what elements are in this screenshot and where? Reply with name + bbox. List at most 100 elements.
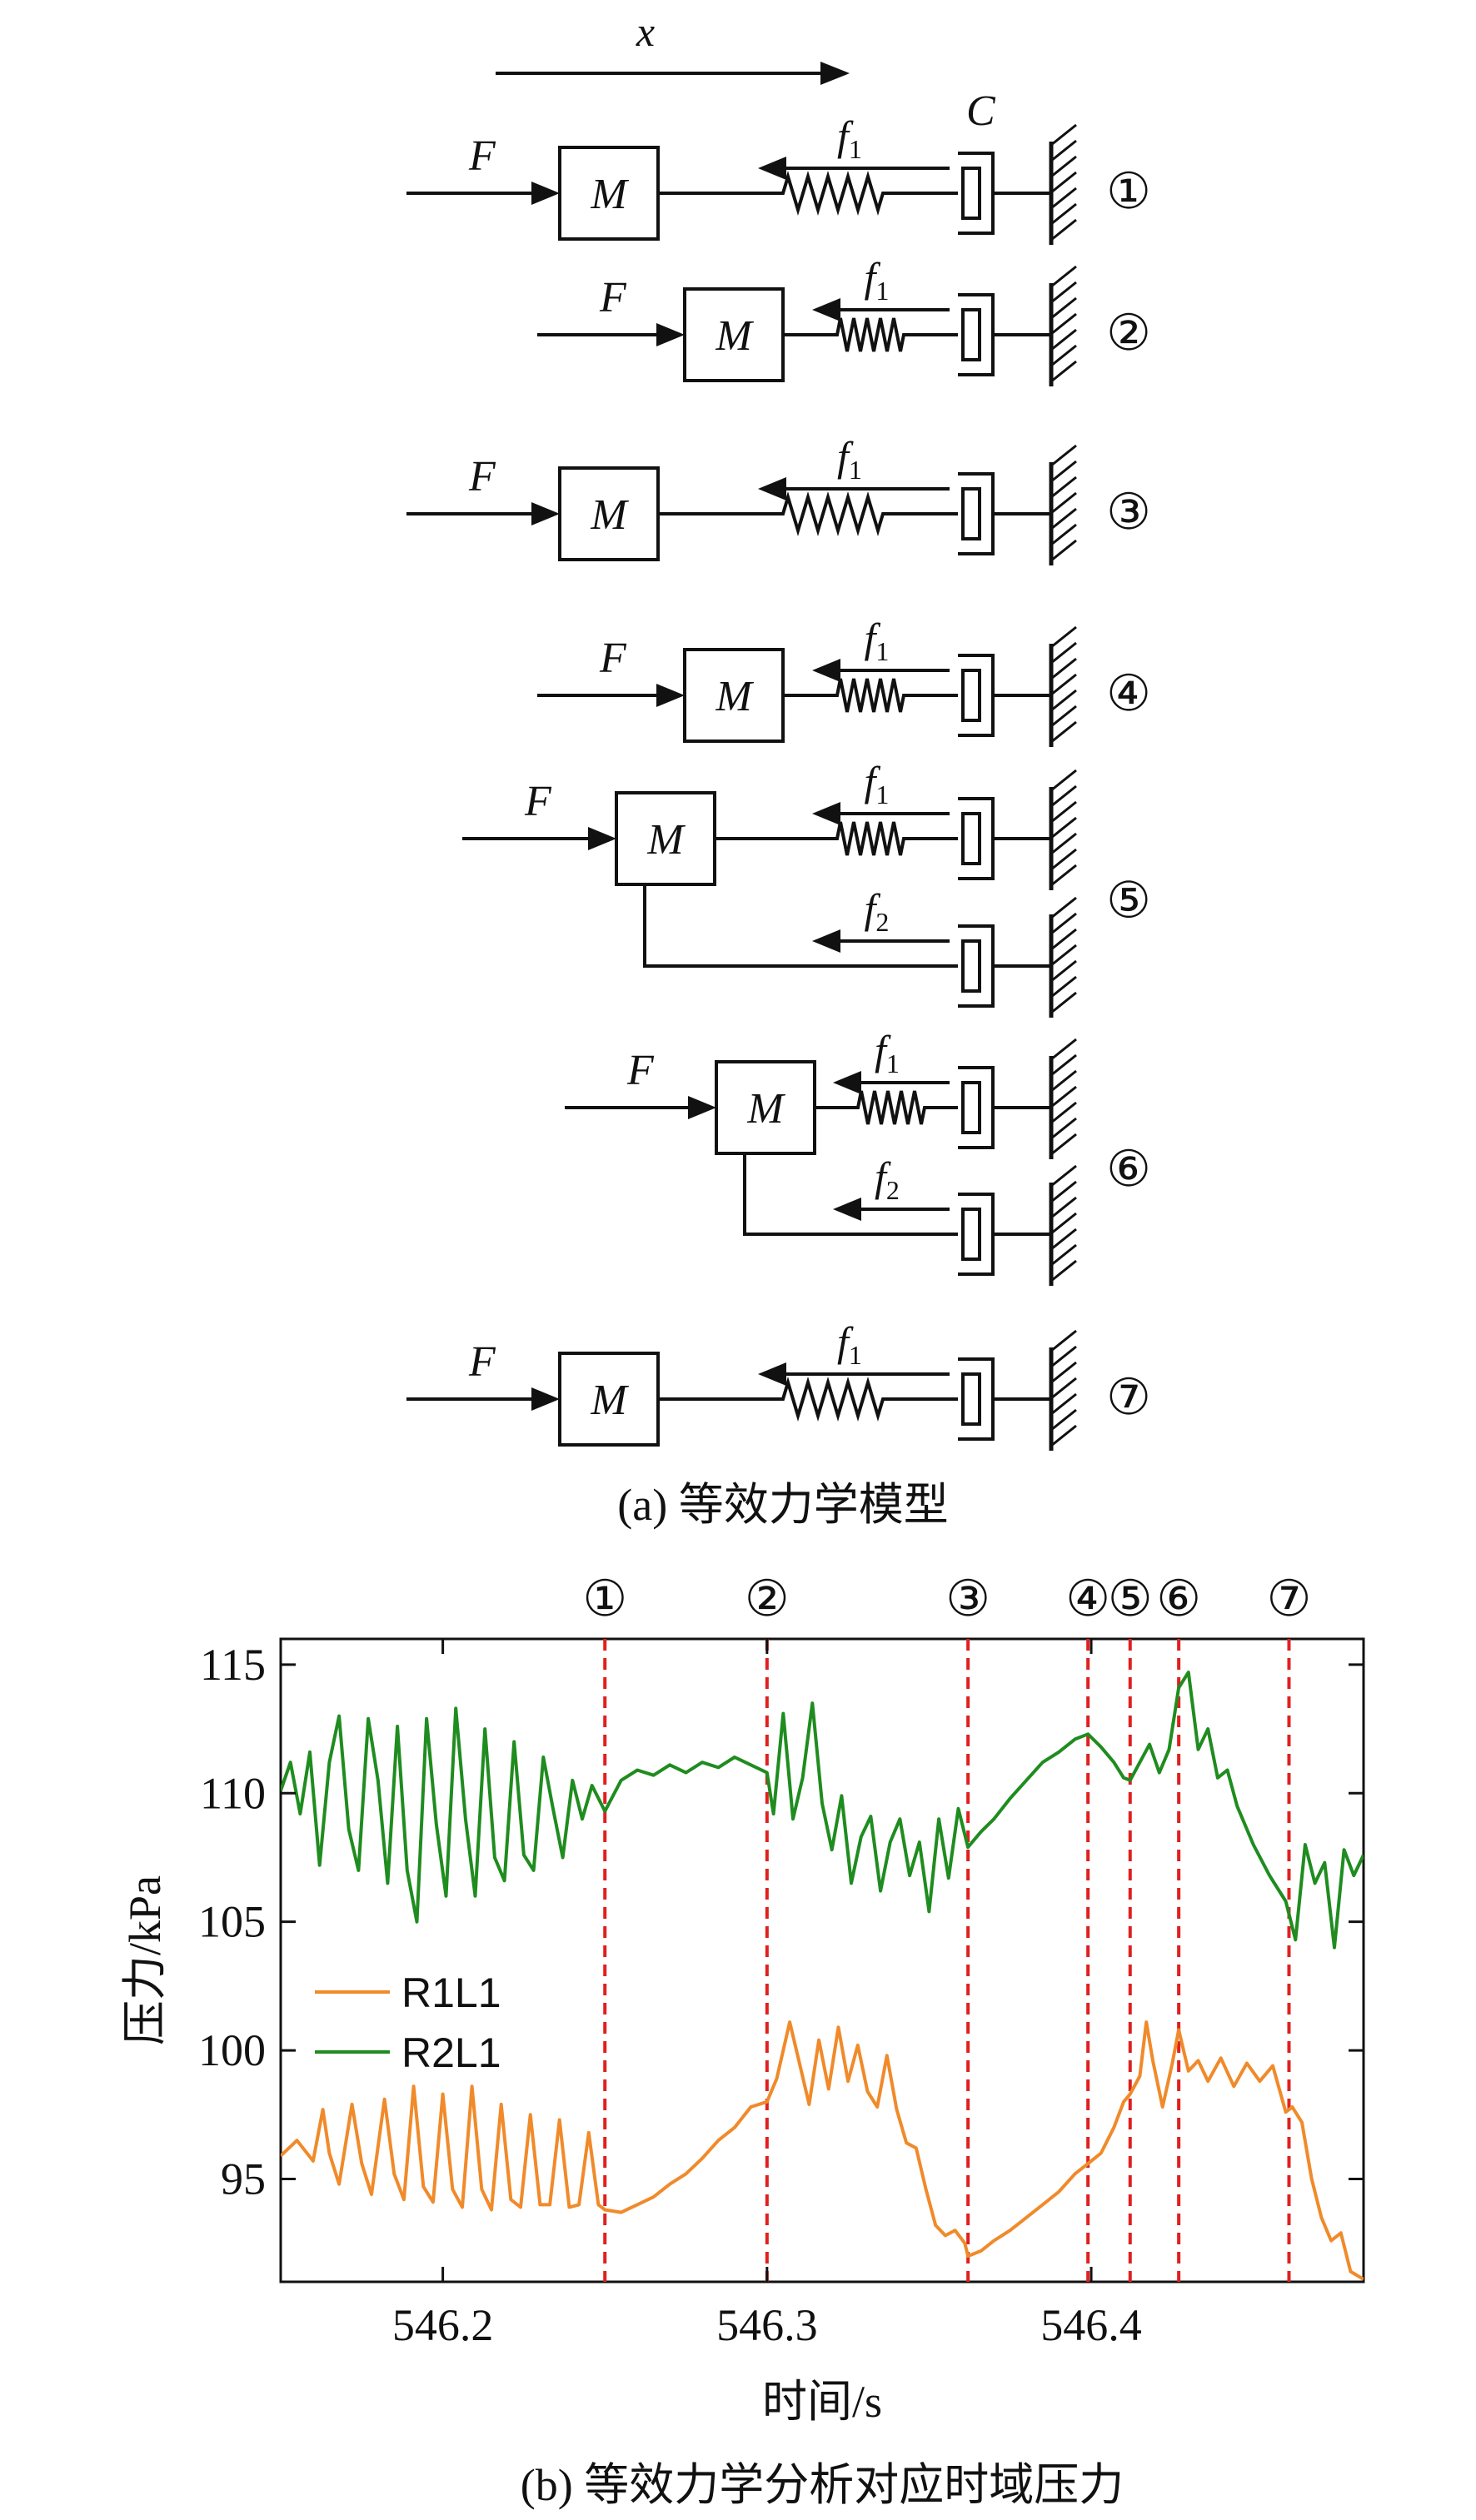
y-tick-label: 95: [221, 2154, 266, 2204]
f2-arrowhead: [812, 929, 840, 953]
fixed-wall-2: [1049, 896, 1077, 1018]
mass-label: M: [590, 491, 629, 539]
mass-block: [558, 1352, 660, 1447]
row-id-label: ②: [1106, 306, 1151, 361]
x-tick-label: 546.2: [392, 2300, 494, 2350]
mass-block: [715, 1060, 816, 1155]
spring: [783, 678, 958, 713]
chart-caption: (b) 等效力学分析对应时域压力: [521, 2460, 1124, 2510]
spring: [783, 317, 958, 352]
plot-frame: [279, 1637, 1365, 2283]
force-arrowhead: [588, 827, 616, 850]
force-arrowhead: [531, 1387, 560, 1411]
f1-arrowhead: [833, 1071, 861, 1094]
fixed-wall: [1049, 123, 1077, 245]
series-line-r1l1: [281, 2020, 1364, 2281]
spring: [715, 821, 958, 856]
row-id-label: ⑦: [1106, 1370, 1151, 1425]
damper: [958, 1357, 1051, 1441]
force-arrowhead: [531, 182, 560, 205]
event-label: ④: [1065, 1571, 1110, 1626]
damper-2: [958, 924, 1051, 1008]
f2-label: f2: [865, 885, 890, 937]
f1-label: f1: [875, 1027, 900, 1078]
f1-label: f1: [865, 254, 890, 306]
event-label: ③: [945, 1571, 990, 1626]
damper: [958, 293, 1051, 376]
model-row: F Mf1 ②: [537, 254, 1151, 386]
force-arrowhead: [531, 502, 560, 525]
damper-2: [958, 1193, 1051, 1276]
damper: [958, 472, 1051, 555]
row-id-label: ③: [1106, 485, 1151, 540]
model-row: F Mf1 ⑦: [406, 1318, 1151, 1451]
f1-arrowhead: [812, 802, 840, 825]
row-id-label: ①: [1106, 164, 1151, 219]
damper: [958, 797, 1051, 880]
y-tick-label: 110: [200, 1768, 266, 1818]
mass-label: M: [715, 312, 754, 360]
model-row: F Mf1 ③: [406, 433, 1151, 565]
spring: [815, 1090, 958, 1125]
x-axis-title: 时间/s: [762, 2377, 882, 2427]
event-label: ①: [582, 1571, 627, 1626]
event-label: ⑤: [1108, 1571, 1153, 1626]
mass-label: M: [590, 171, 629, 218]
event-label: ②: [745, 1571, 790, 1626]
event-label: ⑥: [1156, 1571, 1201, 1626]
legend-label: R1L1: [401, 1970, 501, 2016]
mass-label: M: [590, 1377, 629, 1424]
f1-arrowhead: [812, 298, 840, 321]
f1-label: f1: [865, 758, 890, 809]
fixed-wall: [1049, 769, 1077, 890]
spring: [658, 491, 958, 536]
f1-arrowhead: [758, 477, 786, 501]
force-label: F: [468, 453, 496, 501]
damper: [958, 152, 1051, 235]
x-tick-label: 546.3: [716, 2300, 818, 2350]
f2-link: [743, 1153, 958, 1236]
f1-label: f1: [865, 615, 890, 666]
damper: [958, 654, 1051, 737]
force-arrowhead: [688, 1096, 716, 1119]
f1-label: f1: [837, 112, 862, 164]
x-direction-arrow: [496, 62, 850, 85]
force-label: F: [599, 635, 627, 682]
row-id-label: ⑥: [1106, 1142, 1151, 1197]
series-line-r2l1: [281, 1671, 1364, 1950]
fixed-wall: [1049, 444, 1077, 565]
f1-arrowhead: [758, 157, 786, 180]
f2-label: f2: [875, 1153, 900, 1205]
force-label: F: [599, 274, 627, 321]
row-id-label: ④: [1106, 666, 1151, 721]
x-axis-label: x: [636, 8, 655, 55]
mass-block: [558, 466, 660, 561]
spring: [658, 171, 958, 216]
f1-label: f1: [837, 433, 862, 485]
fixed-wall: [1049, 1329, 1077, 1451]
force-label: F: [468, 1338, 496, 1386]
damper-label: C: [966, 87, 996, 135]
force-arrowhead: [656, 684, 685, 707]
legend-label: R2L1: [401, 2029, 501, 2076]
f1-label: f1: [837, 1318, 862, 1370]
force-label: F: [524, 778, 552, 825]
force-label: F: [468, 132, 496, 180]
event-label: ⑦: [1267, 1571, 1312, 1626]
model-row: F Mf1 C ①: [406, 87, 1151, 245]
y-tick-label: 105: [198, 1897, 266, 1947]
spring: [658, 1377, 958, 1422]
mass-label: M: [646, 816, 686, 864]
f1-arrowhead: [812, 659, 840, 682]
f2-link: [643, 884, 958, 968]
y-tick-label: 100: [198, 2025, 266, 2075]
damper: [958, 1066, 1051, 1149]
force-arrowhead: [656, 323, 685, 346]
f1-arrowhead: [758, 1362, 786, 1386]
